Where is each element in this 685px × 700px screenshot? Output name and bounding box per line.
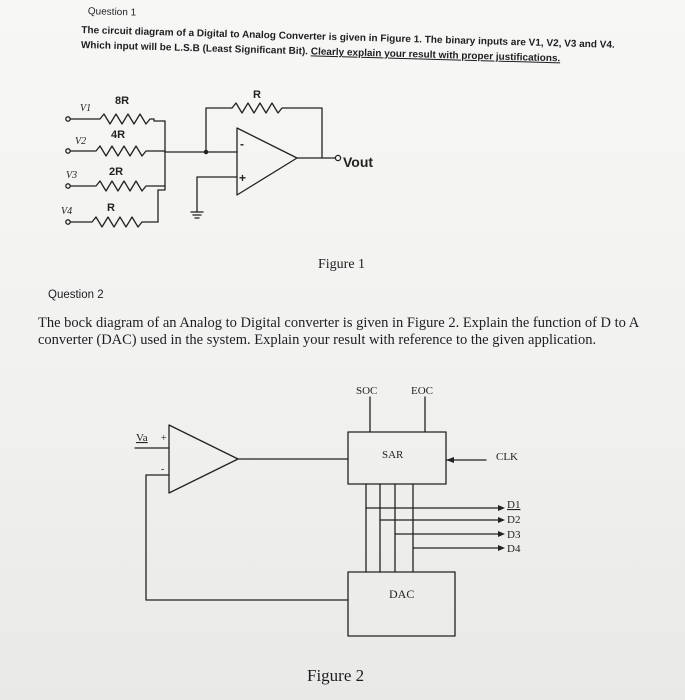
dac-block xyxy=(347,571,456,637)
output-label-d3: D3 xyxy=(507,529,521,541)
figure-2-adc-block-diagram xyxy=(134,396,501,637)
resistor-label-2r: 2R xyxy=(109,166,123,178)
question-2-title: Question 2 xyxy=(48,289,104,301)
soc-label: SOC xyxy=(356,385,377,397)
input-label-v4: V4 xyxy=(61,206,72,217)
output-label-d2: D2 xyxy=(507,514,520,526)
dac-label: DAC xyxy=(389,587,414,601)
eoc-label: EOC xyxy=(411,385,433,397)
question-2-body: The bock diagram of an Analog to Digital… xyxy=(38,315,639,348)
feedback-resistor xyxy=(231,102,323,159)
resistor-2r xyxy=(69,180,166,192)
output-label-d1: D1 xyxy=(507,499,520,511)
resistor-r-input xyxy=(69,216,159,228)
resistor-label-r: R xyxy=(107,202,115,214)
input-label-v2: V2 xyxy=(75,136,86,147)
op-amp xyxy=(236,127,298,196)
resistor-4r xyxy=(69,145,166,157)
output-label-d4: D4 xyxy=(507,543,521,555)
figure-1-caption: Figure 1 xyxy=(318,257,366,272)
resistor-label-8r: 8R xyxy=(115,95,129,107)
noninverting-input-sign: + xyxy=(239,171,246,185)
input-label-v3: V3 xyxy=(66,170,77,181)
resistor-label-4r: 4R xyxy=(111,129,125,141)
resistor-8r xyxy=(69,113,166,125)
comparator xyxy=(168,424,239,494)
feedback-resistor-label: R xyxy=(253,89,261,101)
figure-2-caption: Figure 2 xyxy=(307,666,365,685)
input-label-va: Va xyxy=(136,432,148,444)
input-label-v1: V1 xyxy=(80,103,91,114)
output-label-vout: Vout xyxy=(343,154,373,170)
figure-1-dac-circuit xyxy=(65,102,342,228)
inverting-input-sign: - xyxy=(240,137,244,151)
sar-label: SAR xyxy=(382,449,404,461)
comparator-minus-sign: - xyxy=(161,464,164,475)
sar-block xyxy=(347,431,447,485)
clk-label: CLK xyxy=(496,451,518,463)
comparator-plus-sign: + xyxy=(161,433,167,444)
